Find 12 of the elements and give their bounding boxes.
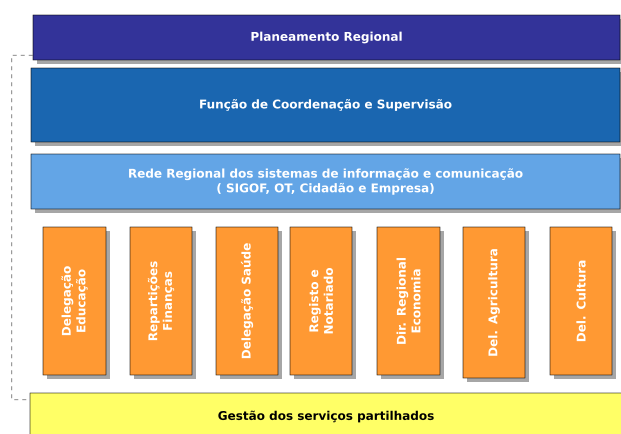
layer-band: Planeamento Regional <box>32 14 621 64</box>
layer-band: Função de Coordenação e Supervisão <box>30 68 621 146</box>
department-box: Repartições Finanças <box>130 226 196 379</box>
layer-band: Rede Regional dos sistemas de informação e comunicação ( SIGOF, OT, Cidadão e Empresa) <box>30 154 621 213</box>
department-box: Registo e Notariado <box>290 226 356 379</box>
connector-line <box>11 54 34 400</box>
department-box: Delegação Saúde <box>216 226 282 379</box>
layer-band: Gestão dos serviços partilhados <box>30 392 621 434</box>
department-box: Dir. Regional Economia <box>376 226 444 379</box>
department-box: Del. Agricultura <box>462 226 529 382</box>
department-box: Del. Cultura <box>550 226 616 379</box>
department-box: Delegação Educação <box>42 226 110 379</box>
